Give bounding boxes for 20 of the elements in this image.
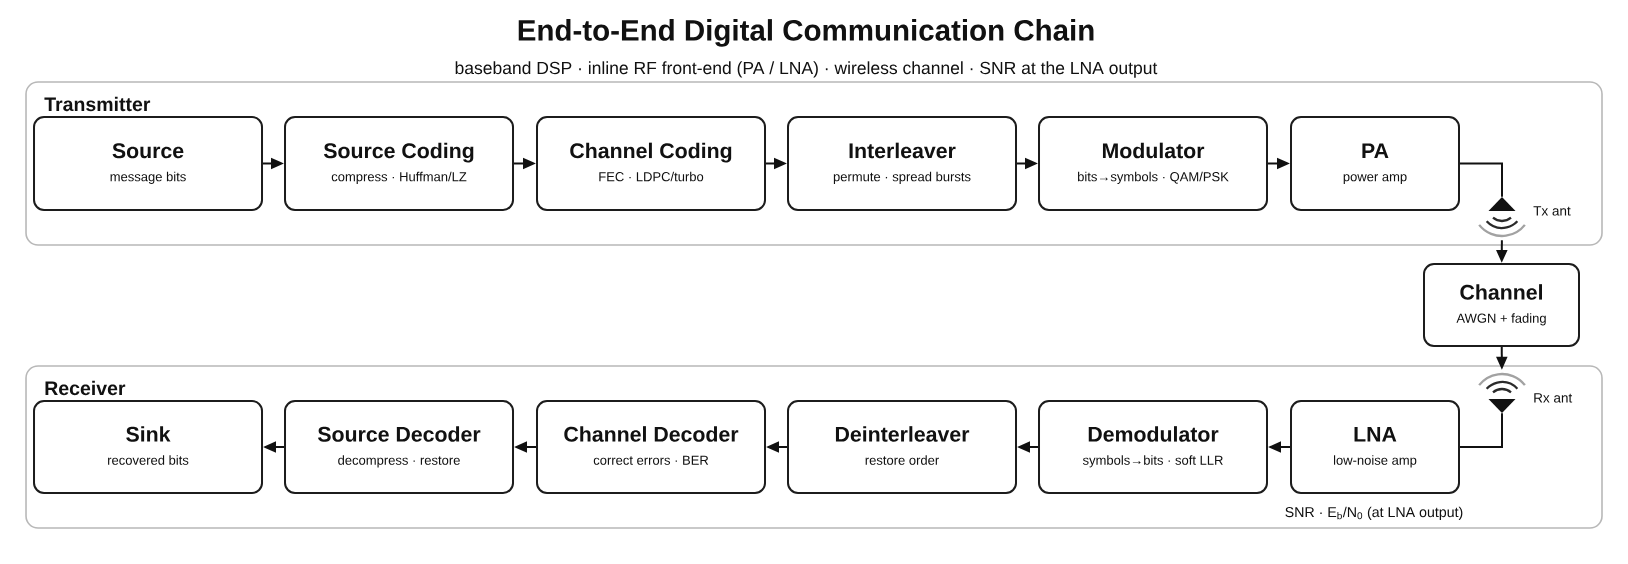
- process-box: Channel Decoder correct errors · BER: [536, 400, 766, 494]
- process-box: Demodulator symbols→bits · soft LLR: [1038, 400, 1268, 494]
- connector-line: [1459, 412, 1503, 448]
- title: End-to-End Digital Communication Chain: [518, 19, 1094, 47]
- process-box: LNA low-noise amp: [1290, 400, 1460, 494]
- process-box: PA power amp: [1290, 116, 1460, 211]
- antenna-label: Rx ant: [1534, 393, 1573, 403]
- process-box: Modulator bits→symbols · QAM/PSK: [1038, 116, 1268, 211]
- process-box: Deinterleaver restore order: [787, 400, 1017, 494]
- process-box: Source message bits: [33, 116, 263, 211]
- subtitle: baseband DSP · inline RF front-end (PA / LNA) · wireless channel · SNR at the LNA output: [455, 61, 1158, 78]
- process-box: Channel AWGN + fading: [1423, 263, 1580, 347]
- process-box: Interleaver permute · spread bursts: [787, 116, 1017, 211]
- connector-line: [1459, 162, 1503, 198]
- process-box: Channel Coding FEC · LDPC/turbo: [536, 116, 766, 211]
- process-box: Sink recovered bits: [33, 400, 263, 494]
- antenna-label: Tx ant: [1533, 206, 1571, 216]
- process-box: Source Decoder decompress · restore: [284, 400, 514, 494]
- annotation: SNR · E$_{b}$/N$_{0}$ (at LNA output): [1285, 506, 1463, 520]
- process-box: Source Coding compress · Huffman/LZ: [284, 116, 514, 211]
